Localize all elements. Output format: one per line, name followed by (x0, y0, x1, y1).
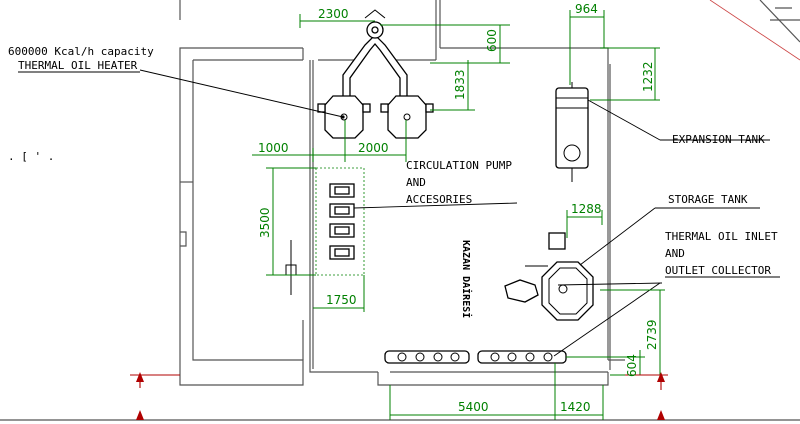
circulation-pumps (285, 167, 518, 295)
dim-1000: 1000 (258, 141, 289, 155)
storage-tank (504, 207, 760, 321)
dim-1833: 1833 (453, 69, 467, 100)
dim-600: 600 (485, 29, 499, 52)
collector-label-line2: AND (665, 247, 685, 260)
dim-1750: 1750 (326, 293, 357, 307)
collector-label-line1: THERMAL OIL INLET (665, 230, 778, 243)
pump-label-line1: CIRCULATION PUMP (406, 159, 512, 172)
dimension-texts: 2300 600 964 1833 1232 1000 2000 3500 17… (258, 2, 659, 414)
expansion-tank (555, 82, 770, 182)
text-labels: 600000 Kcal/h capacity THERMAL OIL HEATE… (8, 45, 780, 318)
expansion-tank-label: EXPANSION TANK (672, 133, 765, 146)
dim-964: 964 (575, 2, 598, 16)
storage-tank-label: STORAGE TANK (668, 193, 748, 206)
dim-1232: 1232 (641, 61, 655, 92)
heater-name-label: THERMAL OIL HEATER (18, 59, 138, 72)
dim-3500: 3500 (258, 207, 272, 238)
dimension-lines (252, 10, 665, 420)
heater-capacity-label: 600000 Kcal/h capacity (8, 45, 154, 58)
collector (384, 282, 661, 364)
collector-label-line3: OUTLET COLLECTOR (665, 264, 771, 277)
stray-marks: . [ ' . (8, 150, 54, 163)
dim-604: 604 (625, 354, 639, 377)
room-vertical-label: KAZAN DAİRESİ (460, 240, 474, 318)
dim-1420: 1420 (560, 400, 591, 414)
thermal-oil-heaters (139, 9, 434, 139)
dim-1288: 1288 (571, 202, 602, 216)
dim-2739: 2739 (645, 319, 659, 350)
dim-5400: 5400 (458, 400, 489, 414)
dim-2000: 2000 (358, 141, 389, 155)
section-markers (130, 372, 668, 420)
dim-2300: 2300 (318, 7, 349, 21)
pump-label-line2: AND (406, 176, 426, 189)
pump-label-line3: ACCESORIES (406, 193, 472, 206)
